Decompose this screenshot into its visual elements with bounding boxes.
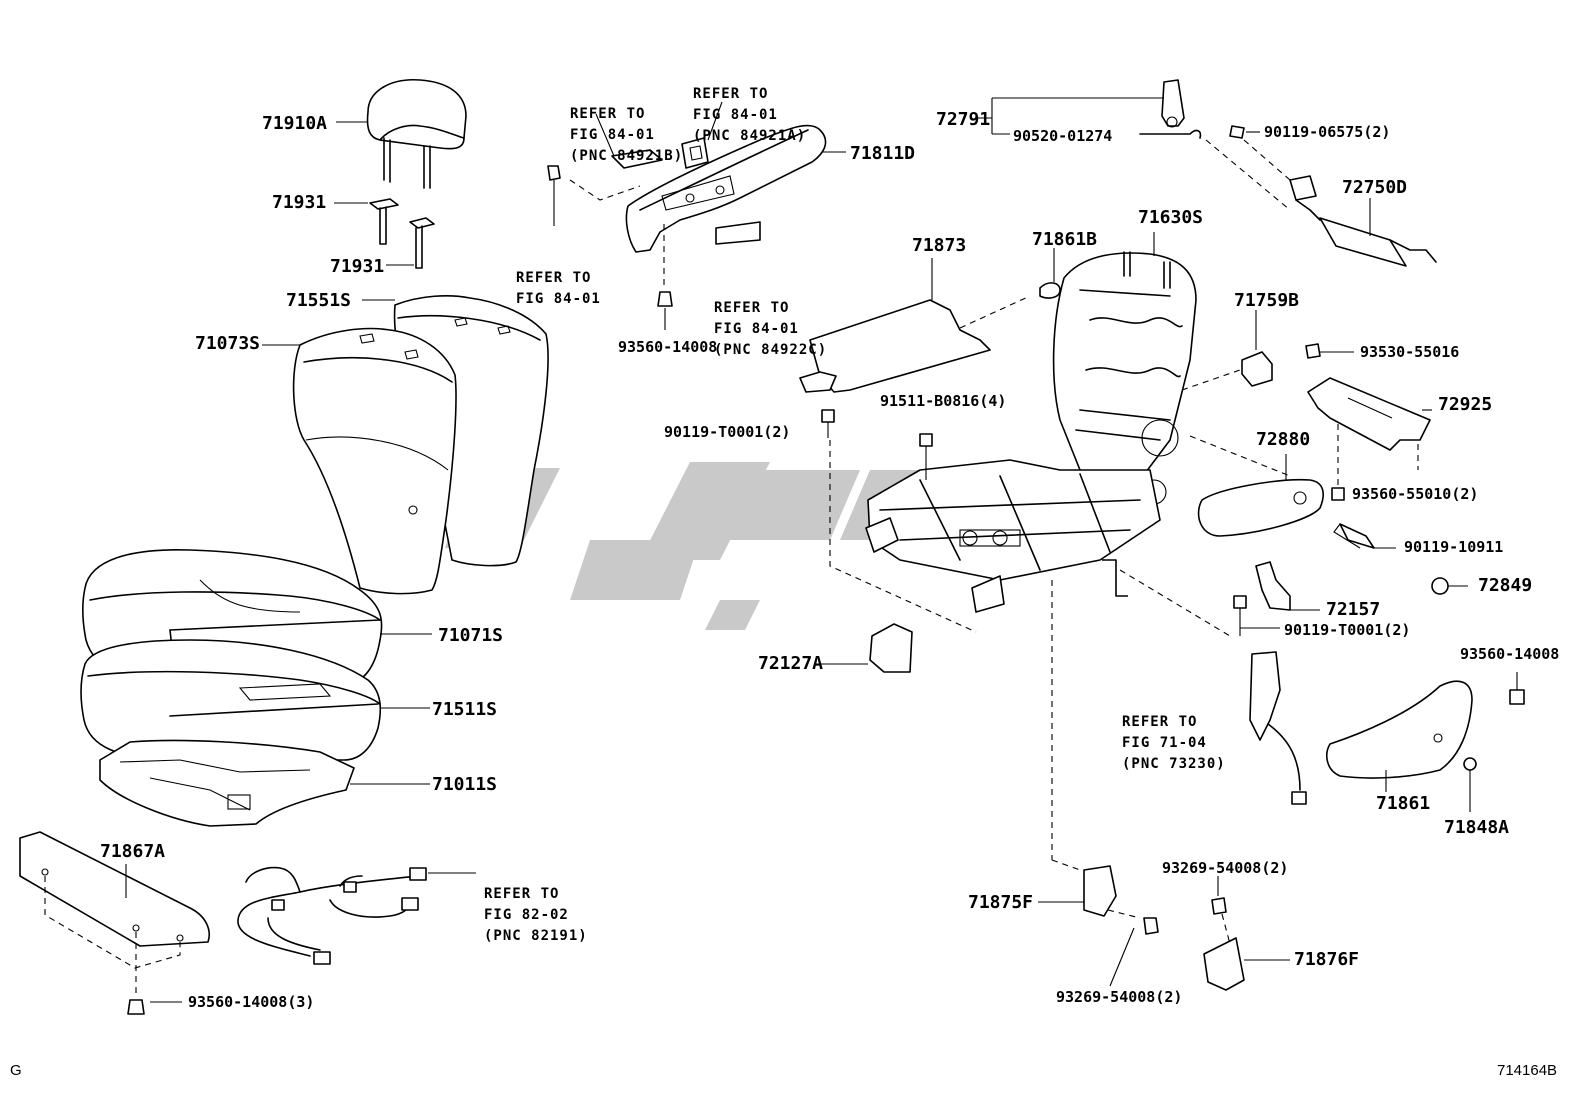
part-label: 71073S	[195, 333, 261, 354]
shield-bracket	[799, 248, 1061, 393]
part-label: 71931	[330, 256, 385, 277]
seat-back-frame	[1052, 232, 1197, 505]
part-label: 71011S	[432, 774, 498, 795]
part-label: 72127A	[758, 653, 824, 674]
part-label: 72849	[1478, 575, 1533, 596]
seat-motor	[1289, 175, 1437, 267]
part-label: 71931	[272, 192, 327, 213]
bracket-72157	[1233, 561, 1320, 636]
part-label: 71861B	[1032, 229, 1098, 250]
part-label: 93560-14008(3)	[188, 993, 315, 1011]
part-label: 72157	[1326, 599, 1381, 620]
bracket-72925	[1305, 343, 1432, 501]
seat-back-cover	[262, 327, 457, 595]
part-label: 93560-14008	[618, 338, 718, 356]
part-label: 93560-55010(2)	[1352, 485, 1479, 503]
part-label: 72925	[1438, 394, 1493, 415]
part-label: 71630S	[1138, 207, 1204, 228]
part-label: 71861	[1376, 793, 1431, 814]
part-label: 71875F	[968, 892, 1034, 913]
headrest	[336, 79, 467, 189]
part-label: 71876F	[1294, 949, 1360, 970]
back-side-cover	[547, 101, 846, 330]
cover-72127A	[820, 623, 913, 673]
seat-pan	[99, 739, 430, 827]
part-label: 72880	[1256, 429, 1311, 450]
part-label: 71071S	[438, 625, 504, 646]
diagram-number: 714164B	[1497, 1062, 1558, 1079]
part-label: 71511S	[432, 699, 498, 720]
part-label: 71551S	[286, 290, 352, 311]
wire-harness	[237, 866, 476, 965]
part-label: 91511-B0816(4)	[880, 392, 1007, 410]
part-label: 71759B	[1234, 290, 1300, 311]
recliner-lever	[975, 79, 1291, 211]
part-label: 93269-54008(2)	[1162, 859, 1289, 877]
part-label: 93530-55016	[1360, 343, 1460, 361]
seat-adjuster	[821, 409, 1231, 871]
part-label: 71848A	[1444, 817, 1510, 838]
cushion-side-shield	[1326, 672, 1525, 812]
part-label: 93269-54008(2)	[1056, 988, 1183, 1006]
part-label: 72791	[936, 109, 991, 130]
part-label: 90520-01274	[1013, 127, 1113, 145]
side-trim-cover	[19, 831, 210, 1015]
part-label: 71811D	[850, 143, 916, 164]
part-label: 90119-10911	[1404, 538, 1504, 556]
seat-cushion-pad	[80, 639, 430, 761]
part-label: 71910A	[262, 113, 328, 134]
recliner-cover	[1189, 435, 1468, 595]
part-label: 93560-14008	[1460, 645, 1560, 663]
part-label: 71867A	[100, 841, 166, 862]
rail-cover-71875F	[1038, 865, 1159, 987]
part-label: 71873	[912, 235, 967, 256]
part-label: 72750D	[1342, 177, 1408, 198]
part-label: 90119-06575(2)	[1264, 123, 1391, 141]
rail-cover-71876F	[1203, 876, 1290, 991]
part-label: 90119-T0001(2)	[664, 423, 791, 441]
headrest-support	[334, 198, 435, 269]
seat-belt-buckle	[1249, 651, 1307, 805]
clip-71759B	[1181, 310, 1273, 391]
corner-left-code: G	[10, 1062, 22, 1079]
part-label: 90119-T0001(2)	[1284, 621, 1411, 639]
